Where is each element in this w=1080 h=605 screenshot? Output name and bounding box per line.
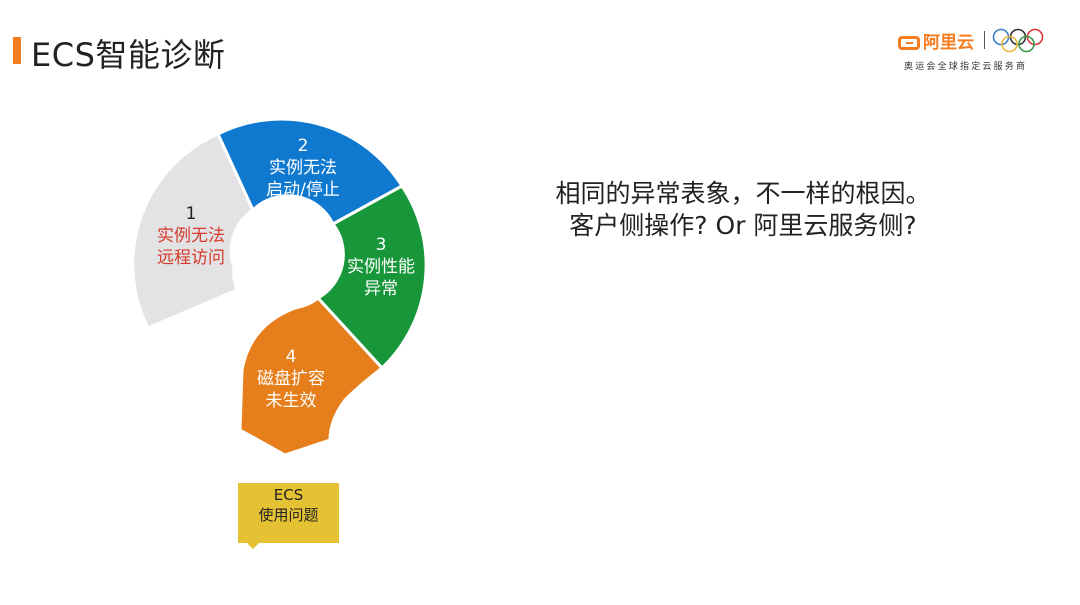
olympic-rings-icon bbox=[992, 28, 1044, 53]
segment-3-shape bbox=[315, 184, 428, 371]
logo-tagline: 奥运会全球指定云服务商 bbox=[904, 62, 1028, 72]
segment-3-label: 3 实例性能 异常 bbox=[347, 235, 415, 299]
segment-2-label: 2 实例无法 启动/停止 bbox=[266, 136, 340, 200]
segment-1-label: 1 实例无法 远程访问 bbox=[157, 204, 225, 268]
main-statement: 相同的异常表象，不一样的根因。 客户侧操作? Or 阿里云服务侧? bbox=[555, 179, 931, 240]
segment-4-label: 4 磁盘扩容 未生效 bbox=[257, 347, 325, 411]
segment-2-shape bbox=[216, 117, 405, 227]
ecs-usage-callout: ECS 使用问题 bbox=[238, 483, 339, 543]
aliyun-bracket-icon bbox=[898, 36, 920, 50]
segment-4-shape bbox=[238, 295, 385, 457]
logo-separator bbox=[984, 31, 985, 49]
page-title: ECS智能诊断 bbox=[31, 36, 226, 74]
segment-1-shape bbox=[131, 132, 255, 330]
title-accent-bar bbox=[13, 37, 21, 64]
logo-brand: 阿里云 bbox=[898, 28, 974, 53]
aliyun-logo: 阿里云 奥运会全球指定云服务商 bbox=[898, 28, 1058, 78]
callout-tail bbox=[247, 543, 259, 549]
